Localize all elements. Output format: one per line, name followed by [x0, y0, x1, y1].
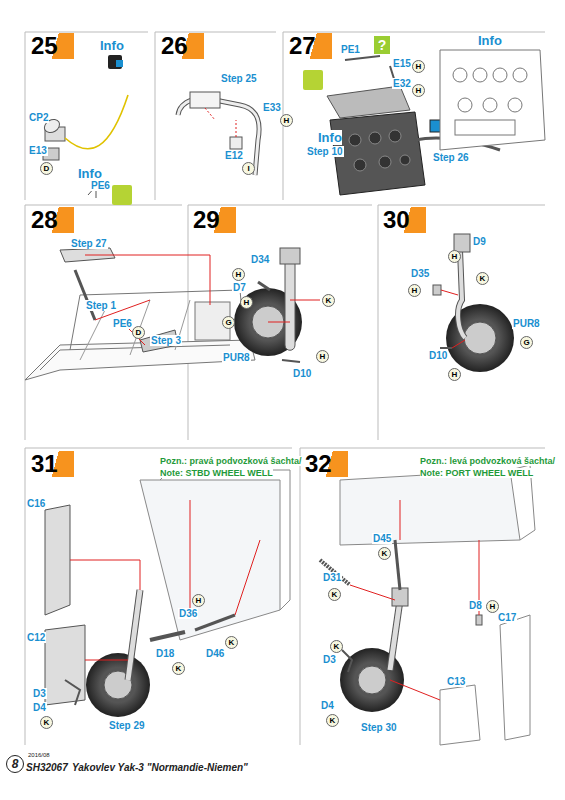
paint-code: H [240, 296, 253, 309]
callout-label: E33 [262, 102, 282, 113]
step-badge: 31 [28, 451, 74, 477]
step-number: 26 [161, 32, 188, 59]
paint-code: K [326, 714, 339, 727]
paint-code: H [448, 368, 461, 381]
callout-label: Step 10 [306, 146, 344, 157]
callout-label: E32 [392, 78, 412, 89]
callout-label: PUR8 [222, 352, 251, 363]
callout-label: Info [478, 33, 502, 48]
callout-label: 8 [6, 755, 24, 773]
callout-label: PE1 [340, 44, 361, 55]
note-text: Note: PORT WHEEL WELL [420, 468, 533, 478]
step-number: 31 [31, 450, 58, 477]
paint-code: K [322, 294, 335, 307]
callout-label: D10 [428, 350, 448, 361]
step-number: 27 [289, 32, 316, 59]
callout-label: Step 26 [432, 152, 470, 163]
callout-label: SH32067 [26, 762, 68, 773]
note-text: Pozn.: pravá podvozková šachta/ [160, 456, 302, 466]
callout-label: D7 [232, 282, 247, 293]
callout-label: D3 [322, 654, 337, 665]
callout-label: D4 [320, 700, 335, 711]
callout-label: 2016/08 [28, 752, 50, 758]
callout-label: E13 [28, 145, 48, 156]
callout-label: D35 [410, 268, 430, 279]
callout-label: PUR8 [512, 318, 541, 329]
step-badge: 27 [286, 33, 332, 59]
callout-label: Step 25 [220, 73, 258, 84]
callout-label: Step 30 [360, 722, 398, 733]
paint-code: K [476, 272, 489, 285]
step-badge: 25 [28, 33, 74, 59]
callout-label: D9 [472, 236, 487, 247]
paint-code: H [280, 114, 293, 127]
paint-code: H [412, 60, 425, 73]
callout-label: Step 3 [150, 335, 182, 346]
paint-code: D [132, 326, 145, 339]
callout-label: Step 1 [85, 300, 117, 311]
step-badge: 30 [380, 207, 426, 233]
step-number: 28 [31, 206, 58, 233]
step-badge: 26 [158, 33, 204, 59]
step-badge: 28 [28, 207, 74, 233]
callout-label: E15 [392, 58, 412, 69]
callout-label: D4 [32, 702, 47, 713]
paint-code: K [378, 547, 391, 560]
paint-code: K [172, 662, 185, 675]
callout-label: D10 [292, 368, 312, 379]
paint-code: D [40, 162, 53, 175]
callout-label: D36 [178, 608, 198, 619]
step-number: 25 [31, 32, 58, 59]
paint-code: H [408, 284, 421, 297]
callout-label: D46 [205, 648, 225, 659]
paint-code: H [316, 350, 329, 363]
callout-label: D8 [468, 600, 483, 611]
paint-code: H [412, 84, 425, 97]
callout-label: Info [100, 38, 124, 53]
step-number: 30 [383, 206, 410, 233]
callout-label: C13 [446, 676, 466, 687]
paint-code: G [222, 316, 235, 329]
paint-code: K [225, 636, 238, 649]
callout-label: D3 [32, 688, 47, 699]
callout-label: Step 29 [108, 720, 146, 731]
paint-code: H [192, 594, 205, 607]
step-number: 32 [305, 450, 332, 477]
paint-code: H [448, 250, 461, 263]
paint-code: H [232, 268, 245, 281]
note-text: Note: STBD WHEEL WELL [160, 468, 273, 478]
callout-label: D45 [372, 533, 392, 544]
note-text: Pozn.: levá podvozková šachta/ [420, 456, 555, 466]
paint-code: K [328, 588, 341, 601]
paint-code: K [40, 716, 53, 729]
callout-label: Info [318, 130, 342, 145]
step-number: 29 [193, 206, 220, 233]
paint-code: K [330, 640, 343, 653]
callout-label: Yakovlev Yak-3 "Normandie-Niemen" [72, 762, 248, 773]
callout-label: C17 [497, 612, 517, 623]
callout-label: D18 [155, 648, 175, 659]
paint-code: G [520, 336, 533, 349]
callout-label: Step 27 [70, 238, 108, 249]
callout-label: Info [78, 166, 102, 181]
callout-label: CP2 [28, 112, 49, 123]
paint-code: I [242, 162, 255, 175]
callout-label: PE6 [112, 318, 133, 329]
step-badge: 32 [302, 451, 348, 477]
callout-label: ? [374, 36, 390, 54]
callout-label: PE6 [90, 180, 111, 191]
callout-label: E12 [224, 150, 244, 161]
step-badge: 29 [190, 207, 236, 233]
callout-label: D34 [250, 254, 270, 265]
callout-label: D31 [322, 572, 342, 583]
callout-label: C12 [26, 632, 46, 643]
callout-label: C16 [26, 498, 46, 509]
